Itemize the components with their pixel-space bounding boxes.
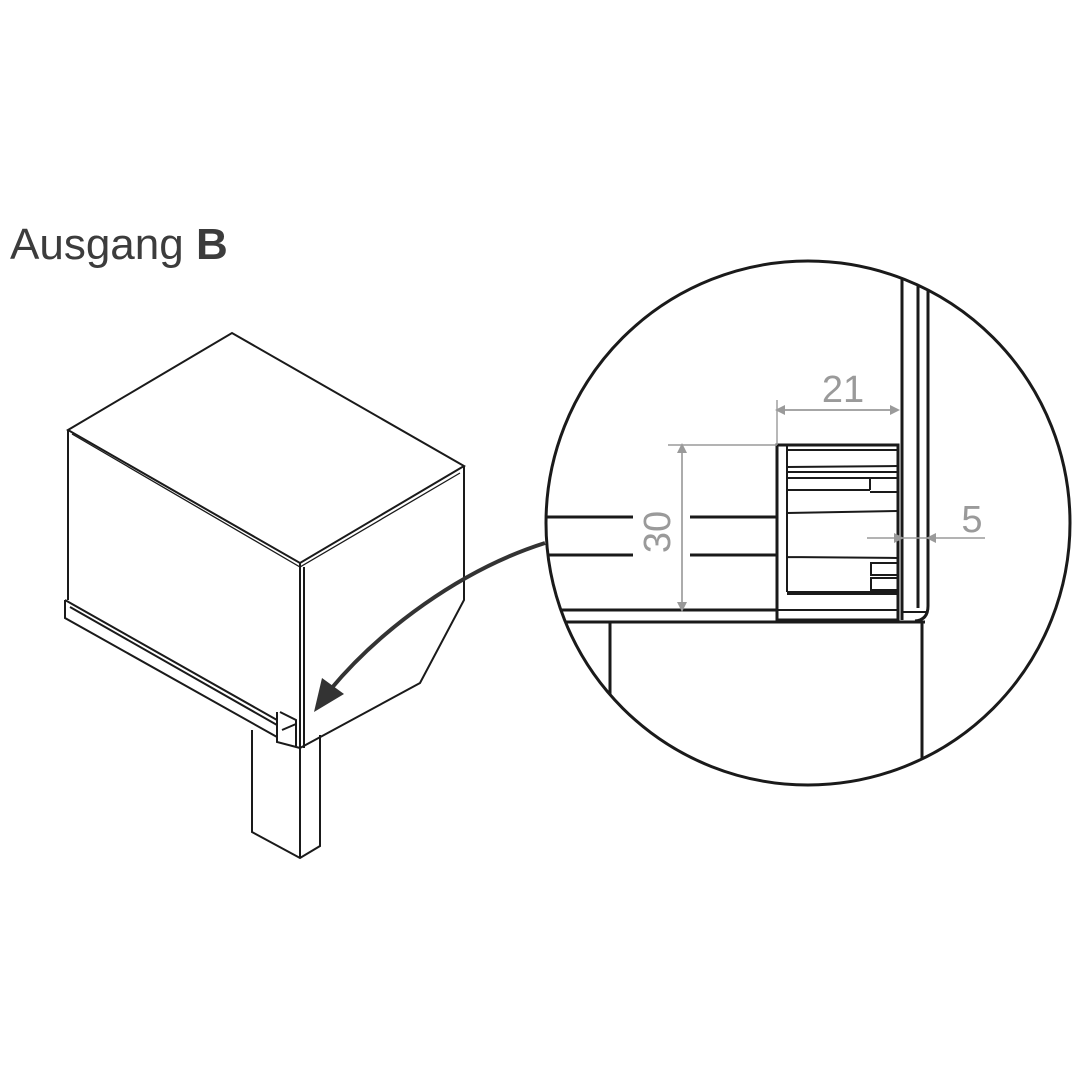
diagram-title: Ausgang B bbox=[10, 220, 228, 270]
pointer-arrow bbox=[328, 541, 546, 692]
title-bold-letter: B bbox=[195, 220, 228, 269]
detail-view bbox=[544, 259, 1072, 787]
support-leg bbox=[251, 730, 321, 860]
box-top bbox=[66, 331, 466, 565]
dimension-offset: 5 bbox=[867, 499, 985, 543]
outlet-b bbox=[276, 711, 301, 749]
dimension-label-30: 30 bbox=[637, 511, 679, 553]
box-sides bbox=[67, 430, 465, 749]
housing-box bbox=[64, 331, 466, 860]
dimension-label-21: 21 bbox=[822, 369, 864, 411]
box-lip bbox=[64, 599, 278, 738]
dimension-width: 21 bbox=[775, 369, 898, 445]
dimension-label-5: 5 bbox=[961, 499, 982, 541]
arrow-head-icon bbox=[314, 678, 344, 712]
dimension-height: 30 bbox=[637, 443, 777, 612]
title-text: Ausgang bbox=[10, 220, 184, 269]
detail-circle bbox=[544, 259, 1072, 787]
